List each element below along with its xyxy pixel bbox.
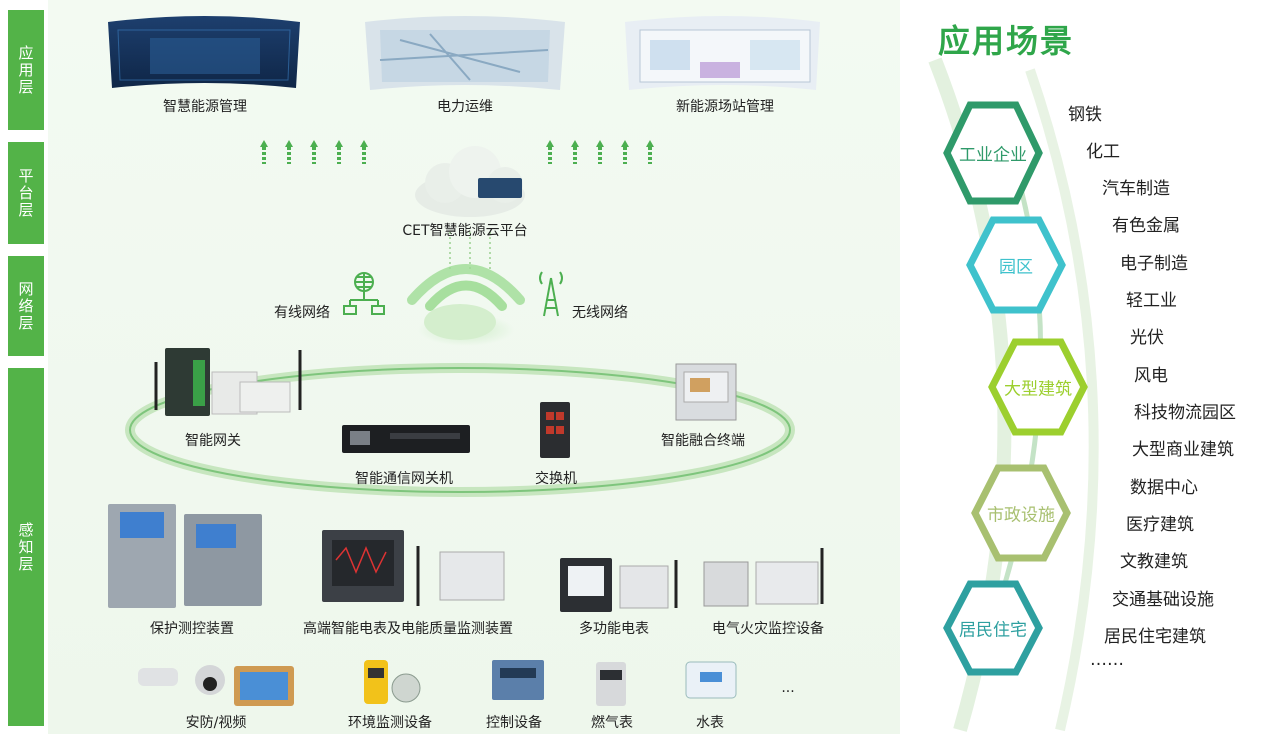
protection-device (108, 504, 262, 608)
device-label: 燃气表 (591, 715, 633, 731)
industry-item: 电子制造 (1120, 254, 1188, 274)
up-arrow-icon (310, 140, 318, 164)
wired-network-icon (343, 272, 385, 315)
app-label: 电力运维 (437, 99, 493, 115)
hex-municipal (971, 464, 1071, 562)
device-label: 安防/视频 (185, 715, 247, 731)
industry-item: 大型商业建筑 (1132, 440, 1234, 460)
gateway-label: 智能融合终端 (661, 433, 745, 449)
security-camera-device (138, 665, 294, 706)
up-arrow-icon (621, 140, 629, 164)
layer-network: 网络层 (8, 256, 44, 356)
scene-hexagons (943, 101, 1088, 676)
industry-item: 交通基础设施 (1112, 590, 1214, 610)
fusion-terminal-device (675, 363, 737, 421)
gateway-label: 交换机 (535, 471, 577, 487)
up-arrow-icon (360, 140, 368, 164)
smart-gateway-device (154, 348, 302, 416)
industry-item: 文教建筑 (1120, 552, 1188, 572)
hex-park (966, 216, 1066, 314)
control-device (492, 660, 544, 700)
wireless-tower-icon (539, 271, 563, 317)
device-label: 环境监测设备 (348, 715, 432, 731)
device-label: 控制设备 (486, 715, 542, 731)
cloud-platform-icon (415, 146, 525, 217)
industry-item: 科技物流园区 (1134, 403, 1236, 423)
wired-network-label: 有线网络 (274, 305, 330, 321)
up-arrow-icon (335, 140, 343, 164)
industry-item: …… (1090, 650, 1124, 670)
hex-building (988, 338, 1088, 436)
industry-item: 钢铁 (1068, 105, 1102, 125)
device-label: 多功能电表 (579, 621, 649, 637)
layer-application: 应用层 (8, 10, 44, 130)
device-label: 保护测控装置 (150, 621, 234, 637)
water-meter-device (685, 661, 737, 699)
hex-label: 工业企业 (959, 145, 1027, 166)
hex-label: 市政设施 (987, 505, 1055, 526)
wifi-signal-icon (407, 264, 525, 311)
up-arrow-icon (596, 140, 604, 164)
wireless-network-label: 无线网络 (572, 305, 628, 321)
power-quality-meter (322, 530, 505, 606)
up-arrow-icon (571, 140, 579, 164)
layer-label: 网络层 (16, 280, 35, 332)
hex-label: 园区 (999, 257, 1033, 278)
hex-residential (943, 580, 1043, 676)
comm-gateway-device (342, 425, 470, 453)
up-arrow-icon (285, 140, 293, 164)
fire-monitor-device (703, 548, 824, 607)
industry-item: 轻工业 (1126, 291, 1177, 311)
industry-item: 化工 (1086, 142, 1120, 162)
up-arrow-icon (260, 140, 268, 164)
industry-item: 光伏 (1130, 328, 1164, 348)
app-label: 智慧能源管理 (163, 99, 247, 115)
layer-label: 平台层 (16, 167, 35, 219)
app-label: 新能源场站管理 (676, 99, 774, 115)
up-arrow-icon (546, 140, 554, 164)
layer-perception: 感知层 (8, 368, 44, 726)
gateway-label: 智能通信网关机 (355, 471, 453, 487)
screen-energy-management (108, 16, 300, 88)
hex-label: 居民住宅 (959, 620, 1027, 641)
env-monitor-device (364, 660, 421, 704)
screen-power-om (365, 16, 565, 90)
device-label: 电气火灾监控设备 (712, 621, 824, 637)
device-ellipsis: ... (781, 680, 795, 696)
scenes-title: 应用场景 (938, 22, 1075, 60)
multi-function-meter (560, 558, 678, 612)
industry-item: 数据中心 (1130, 478, 1198, 498)
layer-label: 应用层 (16, 44, 35, 96)
platform-label: CET智慧能源云平台 (402, 223, 528, 239)
gateway-label: 智能网关 (185, 433, 241, 449)
hex-industrial (943, 101, 1043, 205)
layer-platform: 平台层 (8, 142, 44, 244)
switch-device (540, 402, 570, 458)
industry-item: 风电 (1134, 366, 1168, 386)
device-label: 水表 (696, 715, 724, 731)
layer-label: 感知层 (16, 521, 35, 573)
industry-item: 汽车制造 (1102, 179, 1170, 199)
industry-item: 有色金属 (1112, 216, 1180, 236)
industry-item: 居民住宅建筑 (1104, 627, 1206, 647)
industry-item: 医疗建筑 (1126, 515, 1194, 535)
up-arrow-icon (646, 140, 654, 164)
hex-label: 大型建筑 (1004, 379, 1072, 400)
device-label: 高端智能电表及电能质量监测装置 (303, 621, 513, 637)
gas-meter-device (596, 662, 626, 706)
screen-new-energy (625, 16, 820, 90)
